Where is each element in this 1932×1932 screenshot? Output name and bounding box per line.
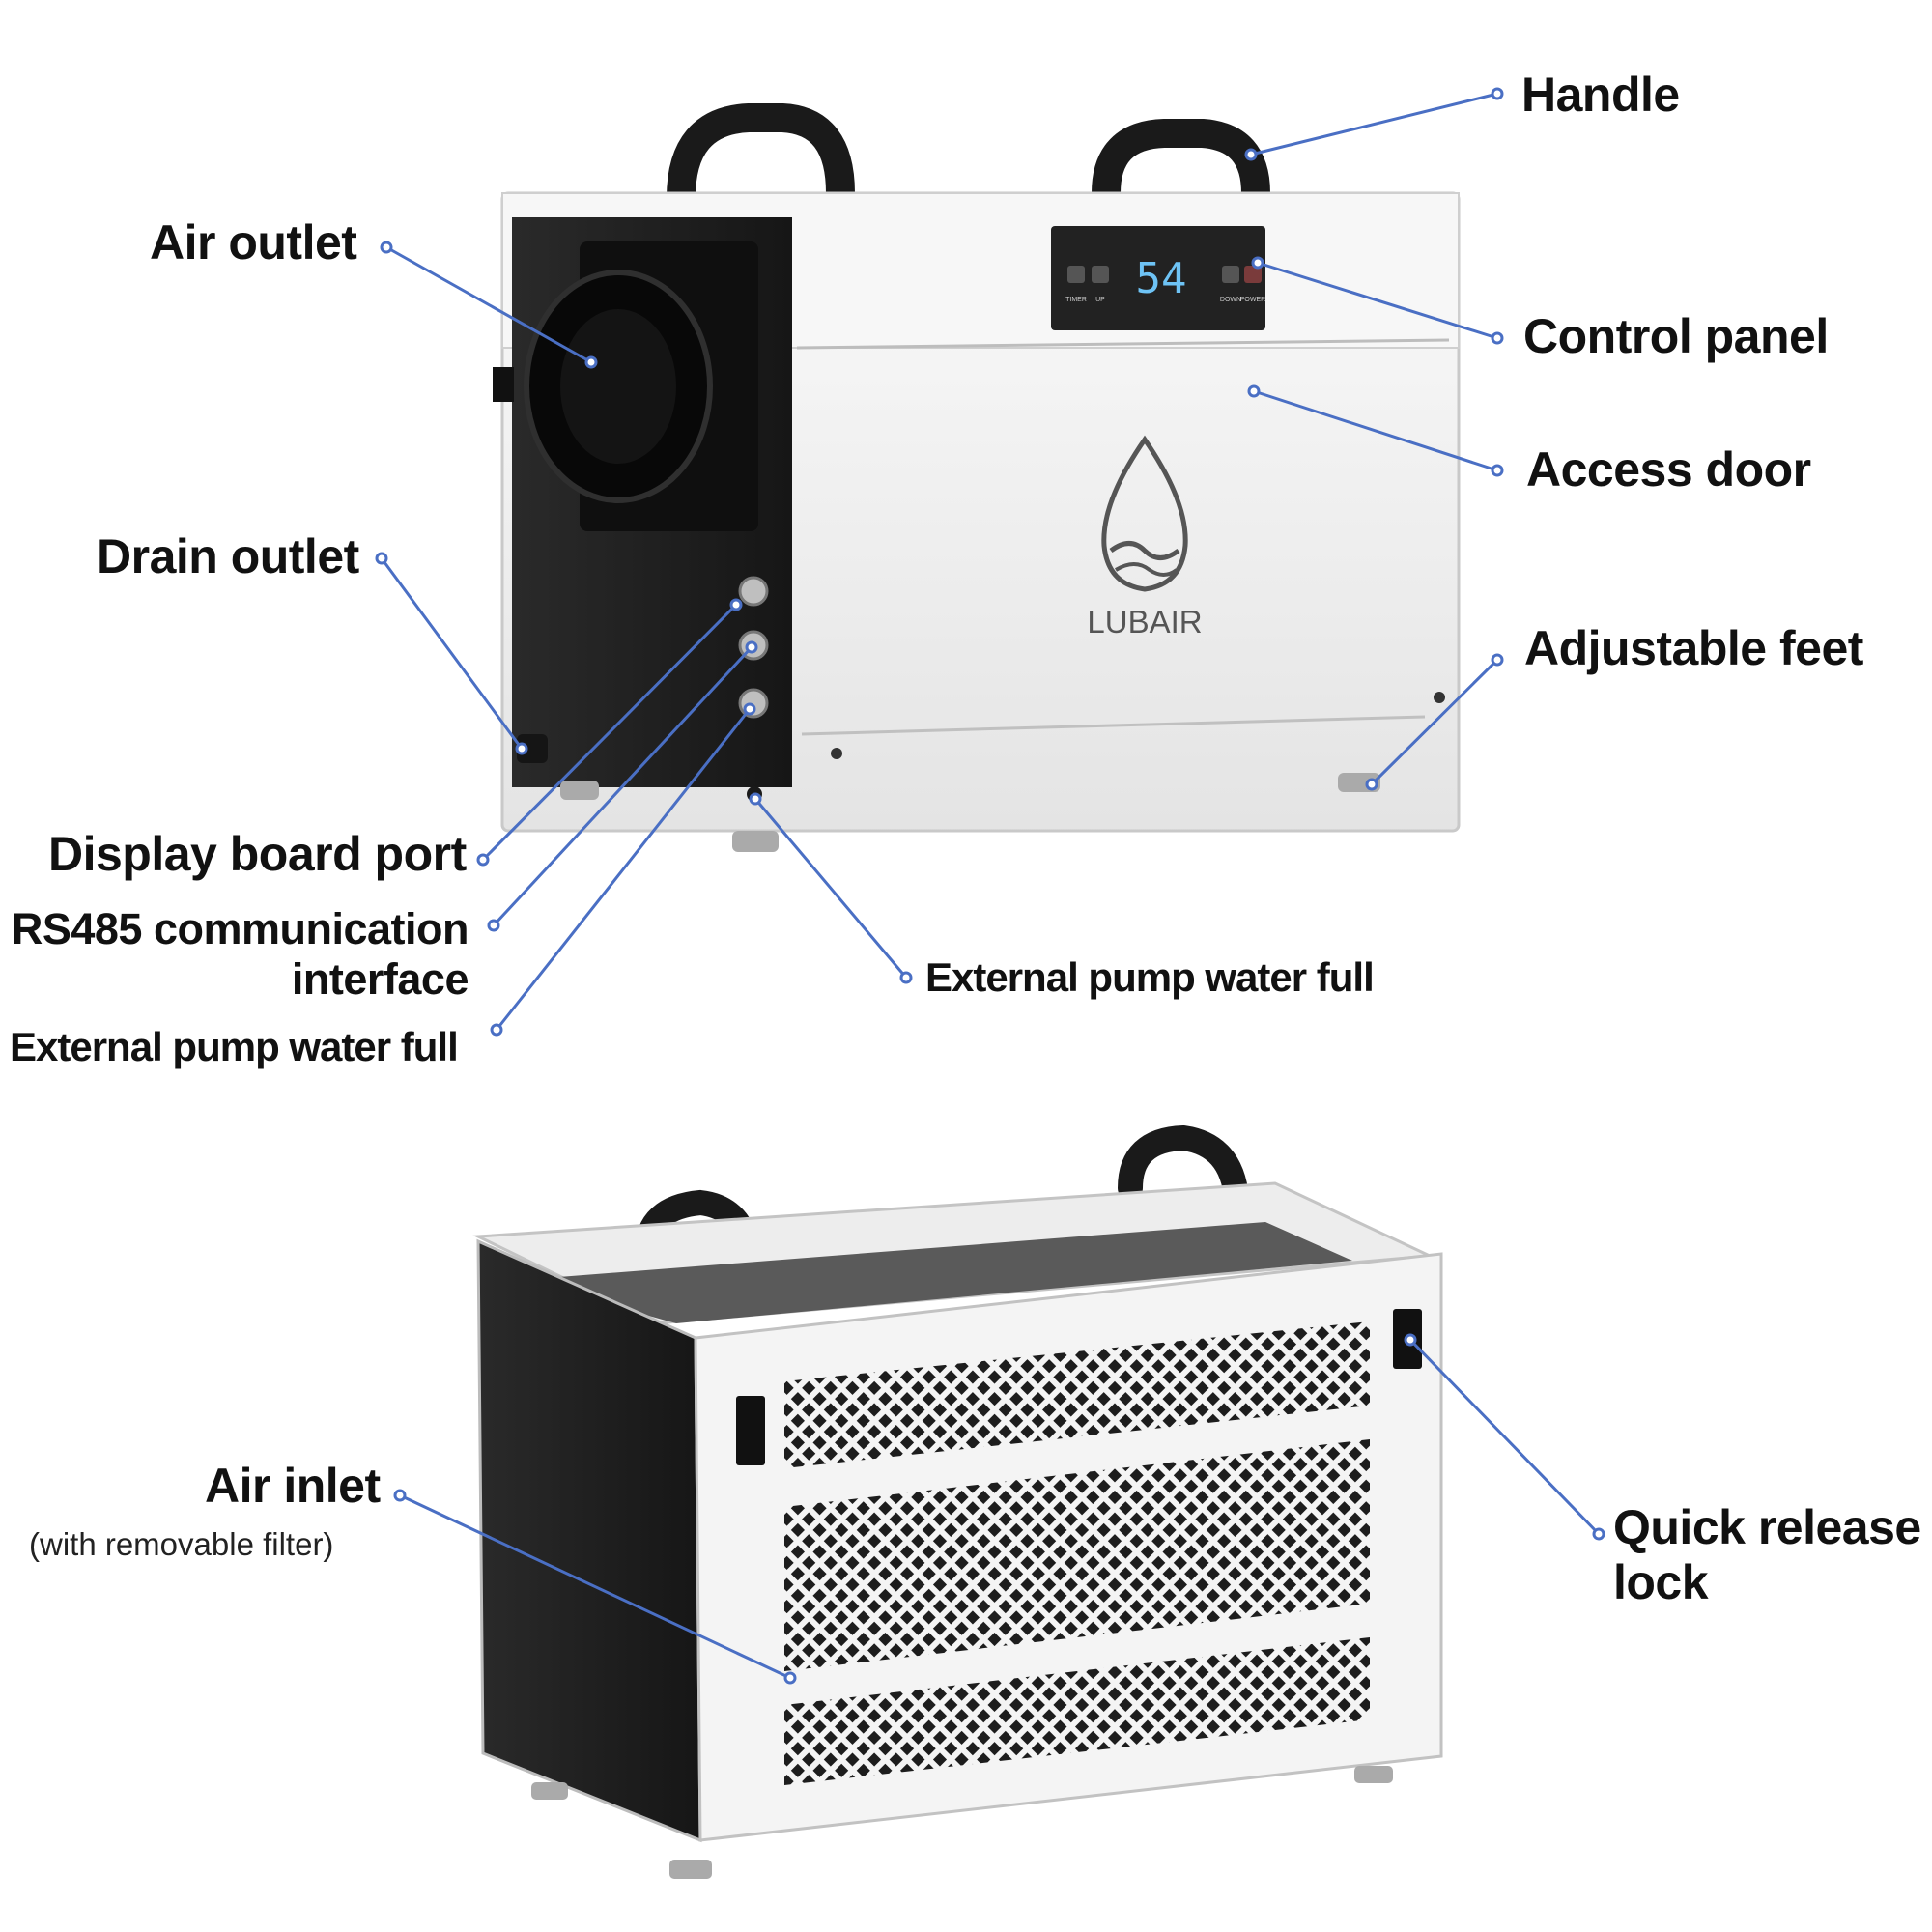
label-pump-full-left: External pump water full (10, 1024, 459, 1069)
label-air-outlet: Air outlet (150, 215, 357, 270)
bottom-unit (472, 1124, 1443, 1879)
port-1-icon (738, 576, 769, 607)
label-quick-release-line1: Quick release (1613, 1500, 1921, 1554)
button-timer-label: TIMER (1065, 297, 1087, 303)
handle-back-right-icon (1118, 1124, 1249, 1210)
label-display-board-port: Display board port (48, 827, 467, 881)
handle-left-icon (667, 103, 855, 213)
button-power-label: POWER (1240, 297, 1265, 303)
handle-right-icon (1092, 119, 1270, 208)
grille-top (784, 1321, 1370, 1468)
control-panel-icon (1051, 226, 1265, 330)
label-adjustable-feet: Adjustable feet (1524, 621, 1863, 675)
label-rs485-line1: RS485 communication (11, 904, 469, 953)
label-drain-outlet: Drain outlet (97, 529, 359, 583)
callout-dots (375, 87, 1605, 1685)
button-down-label: DOWN (1220, 297, 1241, 303)
callout-lines (380, 92, 1601, 1680)
display-reading: 54 (1136, 254, 1187, 303)
label-quick-release-line2: lock (1613, 1555, 1709, 1609)
brand-logo-text: LUBAIR (1087, 604, 1202, 639)
drain-outlet-icon (517, 734, 548, 763)
label-rs485-line2: interface (291, 954, 469, 1004)
top-unit (493, 103, 1461, 852)
label-air-inlet-note: (with removable filter) (29, 1526, 334, 1562)
label-access-door: Access door (1526, 442, 1811, 497)
label-pump-full-right: External pump water full (925, 954, 1375, 1000)
grille-bottom (784, 1637, 1370, 1785)
button-up-label: UP (1095, 297, 1105, 303)
grille-middle (784, 1439, 1370, 1671)
label-control-panel: Control panel (1523, 309, 1829, 363)
label-air-inlet: Air inlet (205, 1459, 381, 1513)
logo-drop-icon (1101, 435, 1188, 592)
label-handle: Handle (1521, 68, 1680, 122)
